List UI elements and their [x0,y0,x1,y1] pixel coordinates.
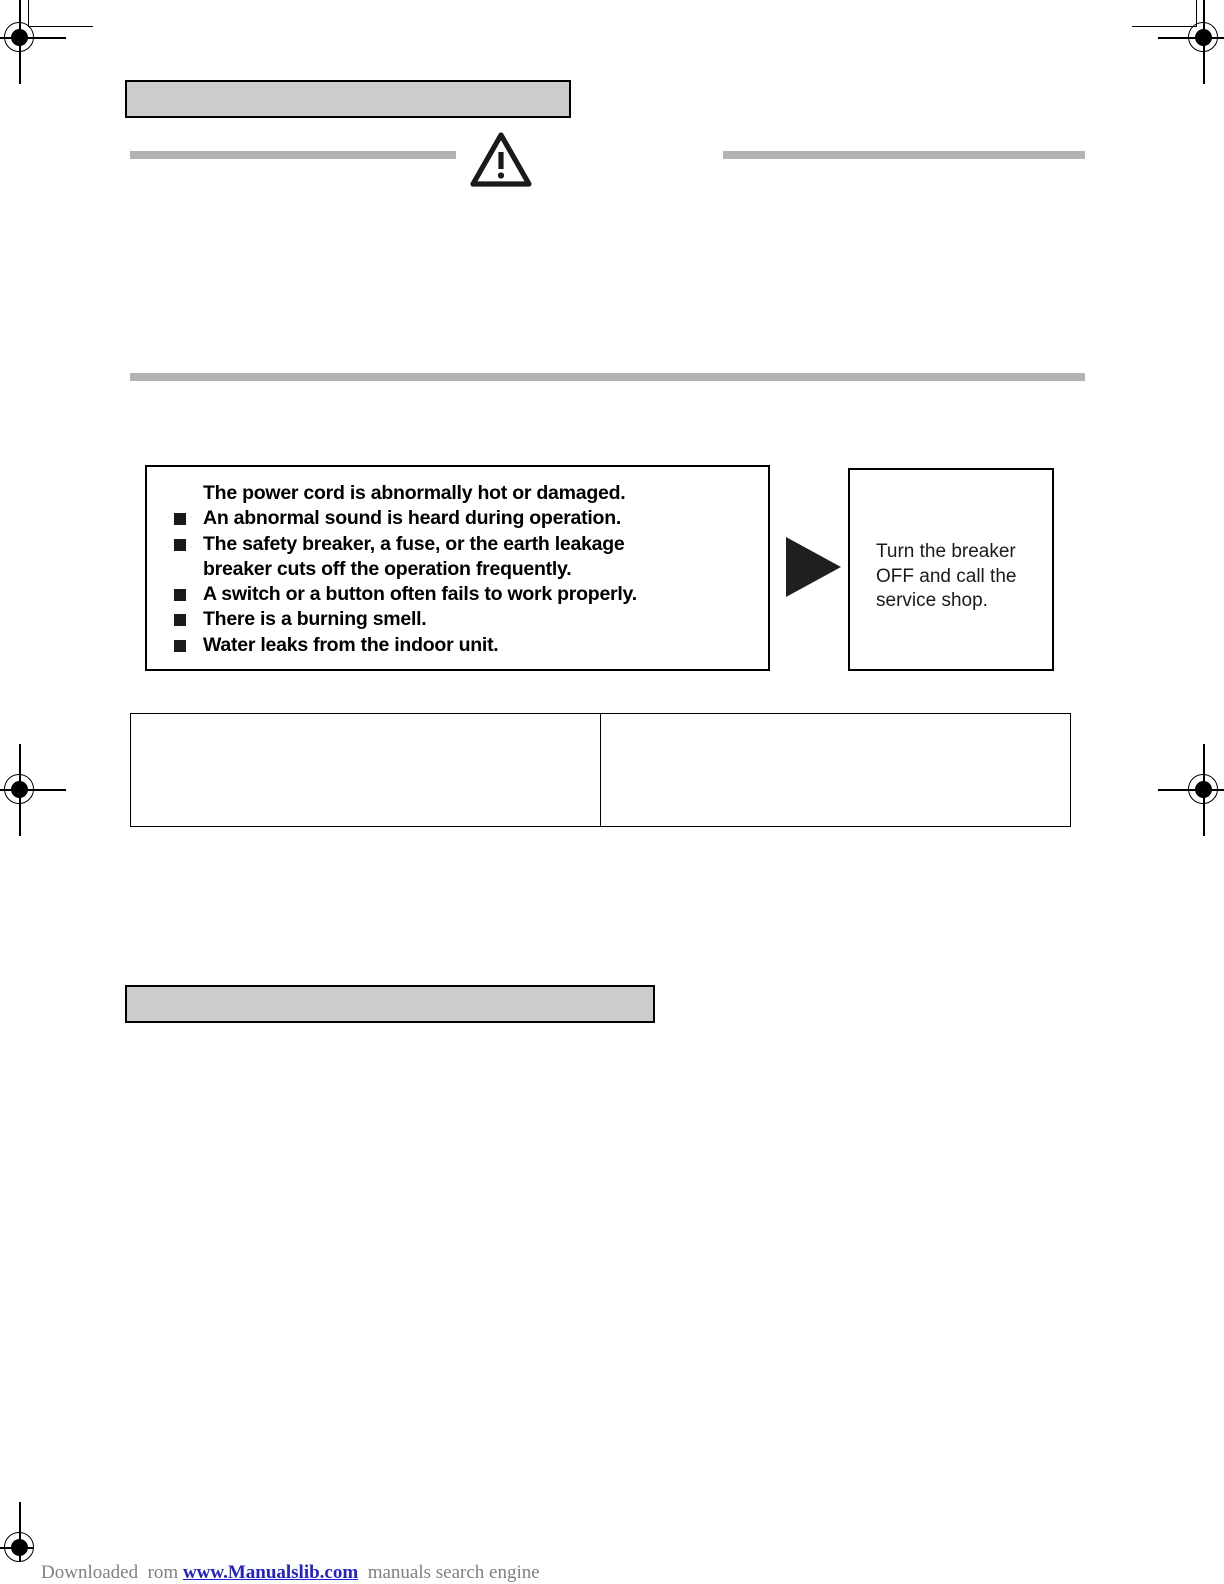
list-item-label: The safety breaker, a fuse, or the earth… [203,532,625,555]
crop-mark-top-left [28,0,93,27]
reg-dot [11,29,28,46]
action-instruction-text: Turn the breaker OFF and call the servic… [876,541,1017,611]
registration-mark-mid-right [1158,744,1224,836]
reg-dot [11,781,28,798]
reg-dot [1195,29,1212,46]
footer-attribution: Downloaded rom www.Manualslib.com manual… [22,1540,540,1584]
list-item-label: An abnormal sound is heard during operat… [203,507,622,530]
header-gray-banner [125,80,571,118]
list-item: An abnormal sound is heard during operat… [161,506,758,531]
registration-mark-bottom-left [0,1502,42,1570]
footer-suffix: manuals search engine [358,1562,540,1583]
section-rule-right [723,151,1085,159]
lower-gray-banner [125,985,655,1023]
manualslib-link[interactable]: www.Manualslib.com [182,1562,359,1583]
list-item-label: There is a burning smell. [203,608,427,631]
table-cell-left [131,714,601,826]
reg-dot [11,1539,28,1556]
list-item-label: Water leaks from the indoor unit. [203,633,499,656]
reg-dot [1195,781,1212,798]
list-item-label: A switch or a button often fails to work… [203,583,637,606]
table-cell-right [601,714,1070,826]
list-item-continuation: breaker cuts off the operation frequentl… [161,557,758,582]
section-rule-left [130,151,456,159]
empty-two-cell-table [130,713,1071,827]
symptom-list: The power cord is abnormally hot or dama… [147,467,768,668]
bullet-square-icon [174,589,186,602]
crop-mark-top-right [1132,0,1197,27]
list-item-label: The power cord is abnormally hot or dama… [203,482,626,504]
reg-ring [4,22,34,52]
section-rule-full [130,373,1085,381]
symptom-list-box: The power cord is abnormally hot or dama… [145,465,770,671]
reg-ring [1188,774,1218,804]
list-item-label: breaker cuts off the operation frequentl… [203,557,572,580]
reg-ring [4,1532,34,1562]
action-instruction-box: Turn the breaker OFF and call the servic… [848,468,1054,671]
bullet-square-icon [174,513,186,526]
registration-mark-mid-left [0,744,66,836]
registration-mark-top-left [0,0,66,84]
reg-ring [1188,22,1218,52]
warning-triangle-icon [470,132,532,188]
footer-prefix: Downloaded rom [41,1562,183,1583]
list-item: A switch or a button often fails to work… [161,582,758,607]
list-item: Water leaks from the indoor unit. [161,633,758,658]
list-item: There is a burning smell. [161,607,758,632]
list-item: The safety breaker, a fuse, or the earth… [161,532,758,557]
bullet-square-icon [174,538,186,551]
bullet-square-icon [174,614,186,627]
bullet-square-icon [174,639,186,652]
right-arrow-icon [786,537,841,597]
list-item: The power cord is abnormally hot or dama… [161,481,758,506]
reg-ring [4,774,34,804]
registration-mark-top-right [1158,0,1224,84]
